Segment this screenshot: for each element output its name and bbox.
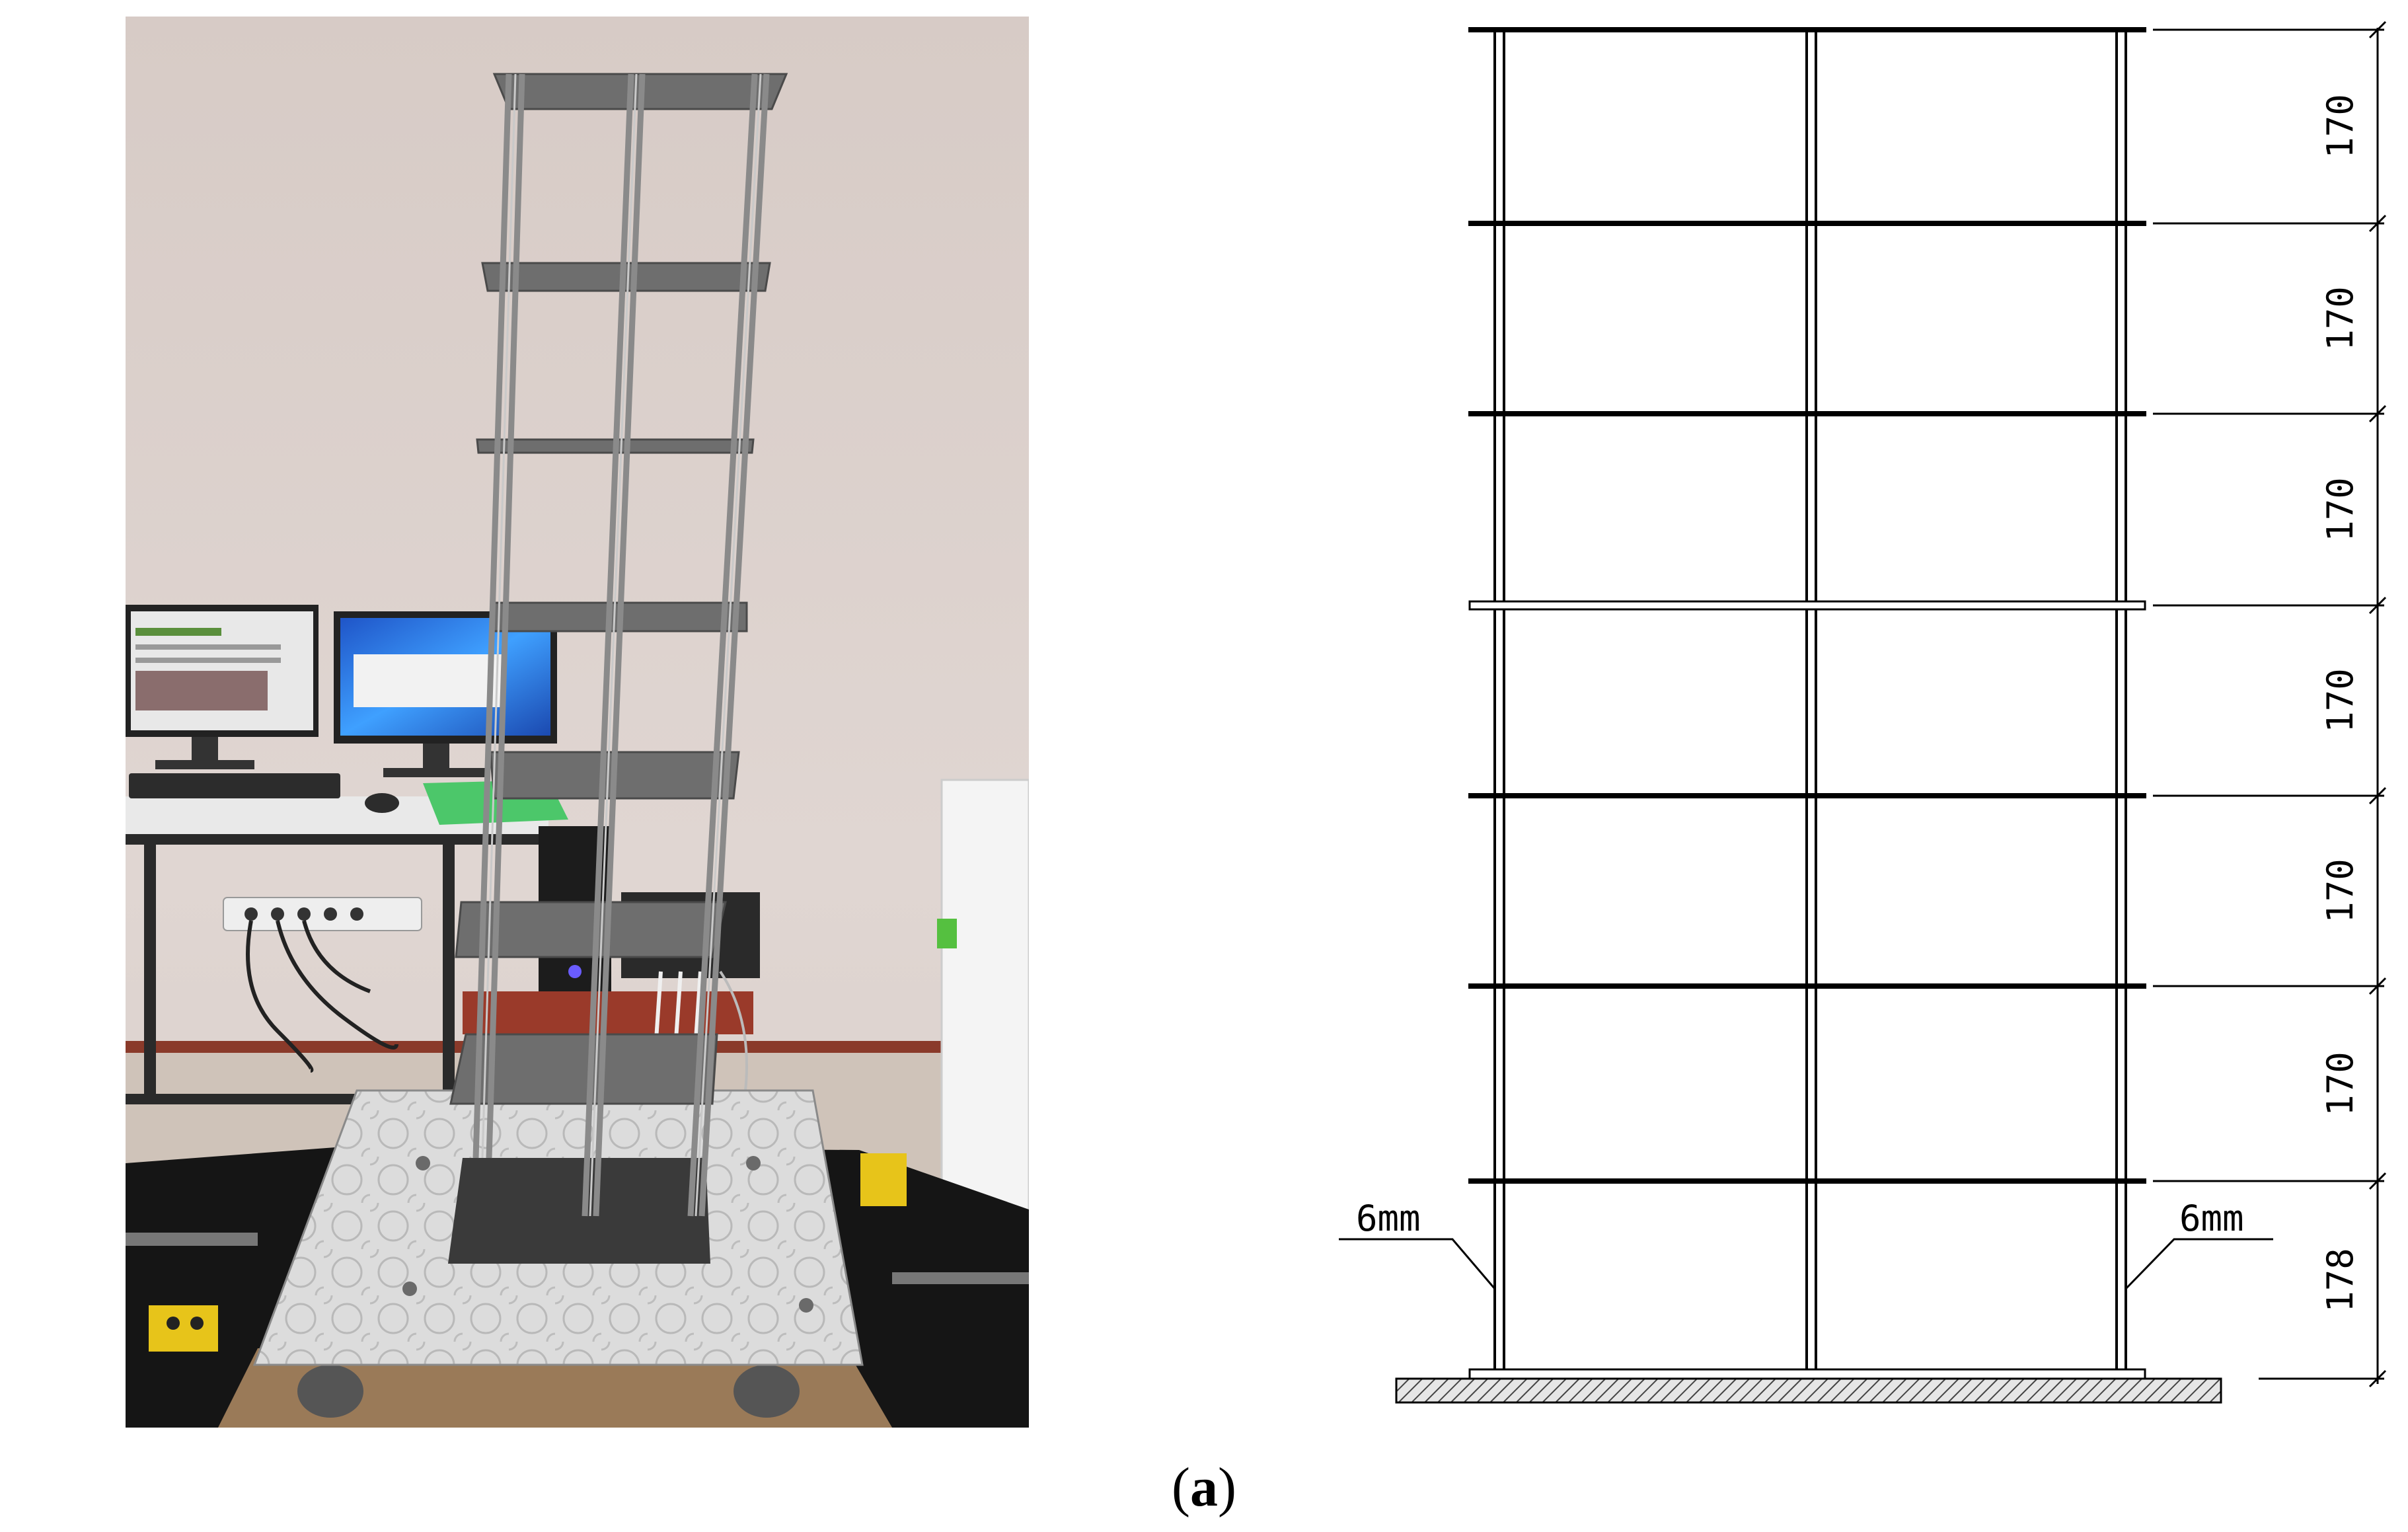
model-base-plate <box>448 1158 710 1264</box>
drawing-ground-hatch <box>1395 1377 2222 1404</box>
dimension-story-7: 170 <box>2319 94 2361 159</box>
mouse <box>365 793 399 813</box>
dimension-labels: 170 170 170 170 170 170 178 <box>2319 94 2361 1313</box>
dimension-story-3: 170 <box>2319 859 2361 923</box>
drawing-columns <box>1493 28 2127 1376</box>
model-columns <box>472 73 770 1217</box>
dimension-story-5: 170 <box>2319 477 2361 542</box>
figure-caption: (a) <box>1138 1451 1270 1524</box>
accelerometer-yellow <box>860 1153 907 1206</box>
drawing-floor-beams <box>1468 27 2146 1184</box>
sensor-yellow-left <box>149 1305 218 1352</box>
column-leaders <box>1339 1238 2273 1290</box>
keyboard <box>129 773 340 798</box>
white-cabinet <box>940 779 1029 1257</box>
table-wood-base <box>218 1348 892 1428</box>
dimension-story-4: 170 <box>2319 668 2361 733</box>
caption-letter: a <box>1190 1457 1218 1518</box>
caption-close-paren: ) <box>1218 1457 1236 1518</box>
dimension-story-6: 170 <box>2319 286 2361 351</box>
column-size-label-right: 6mm <box>2179 1198 2244 1239</box>
green-clamp <box>937 919 957 948</box>
frame-elevation-drawing: 170 170 170 170 170 170 178 6mm 6mm <box>1339 20 2387 1404</box>
caption-open-paren: ( <box>1172 1457 1190 1518</box>
column-size-label-left: 6mm <box>1356 1198 1421 1239</box>
dimension-line <box>2153 20 2387 1388</box>
power-strip <box>223 897 422 931</box>
drawing-base-plate <box>1468 1368 2146 1380</box>
dimension-story-1: 178 <box>2319 1248 2361 1313</box>
dimension-story-2: 170 <box>2319 1052 2361 1116</box>
lab-photo <box>126 17 1029 1428</box>
drawing-beam-level-4 <box>1468 600 2146 611</box>
